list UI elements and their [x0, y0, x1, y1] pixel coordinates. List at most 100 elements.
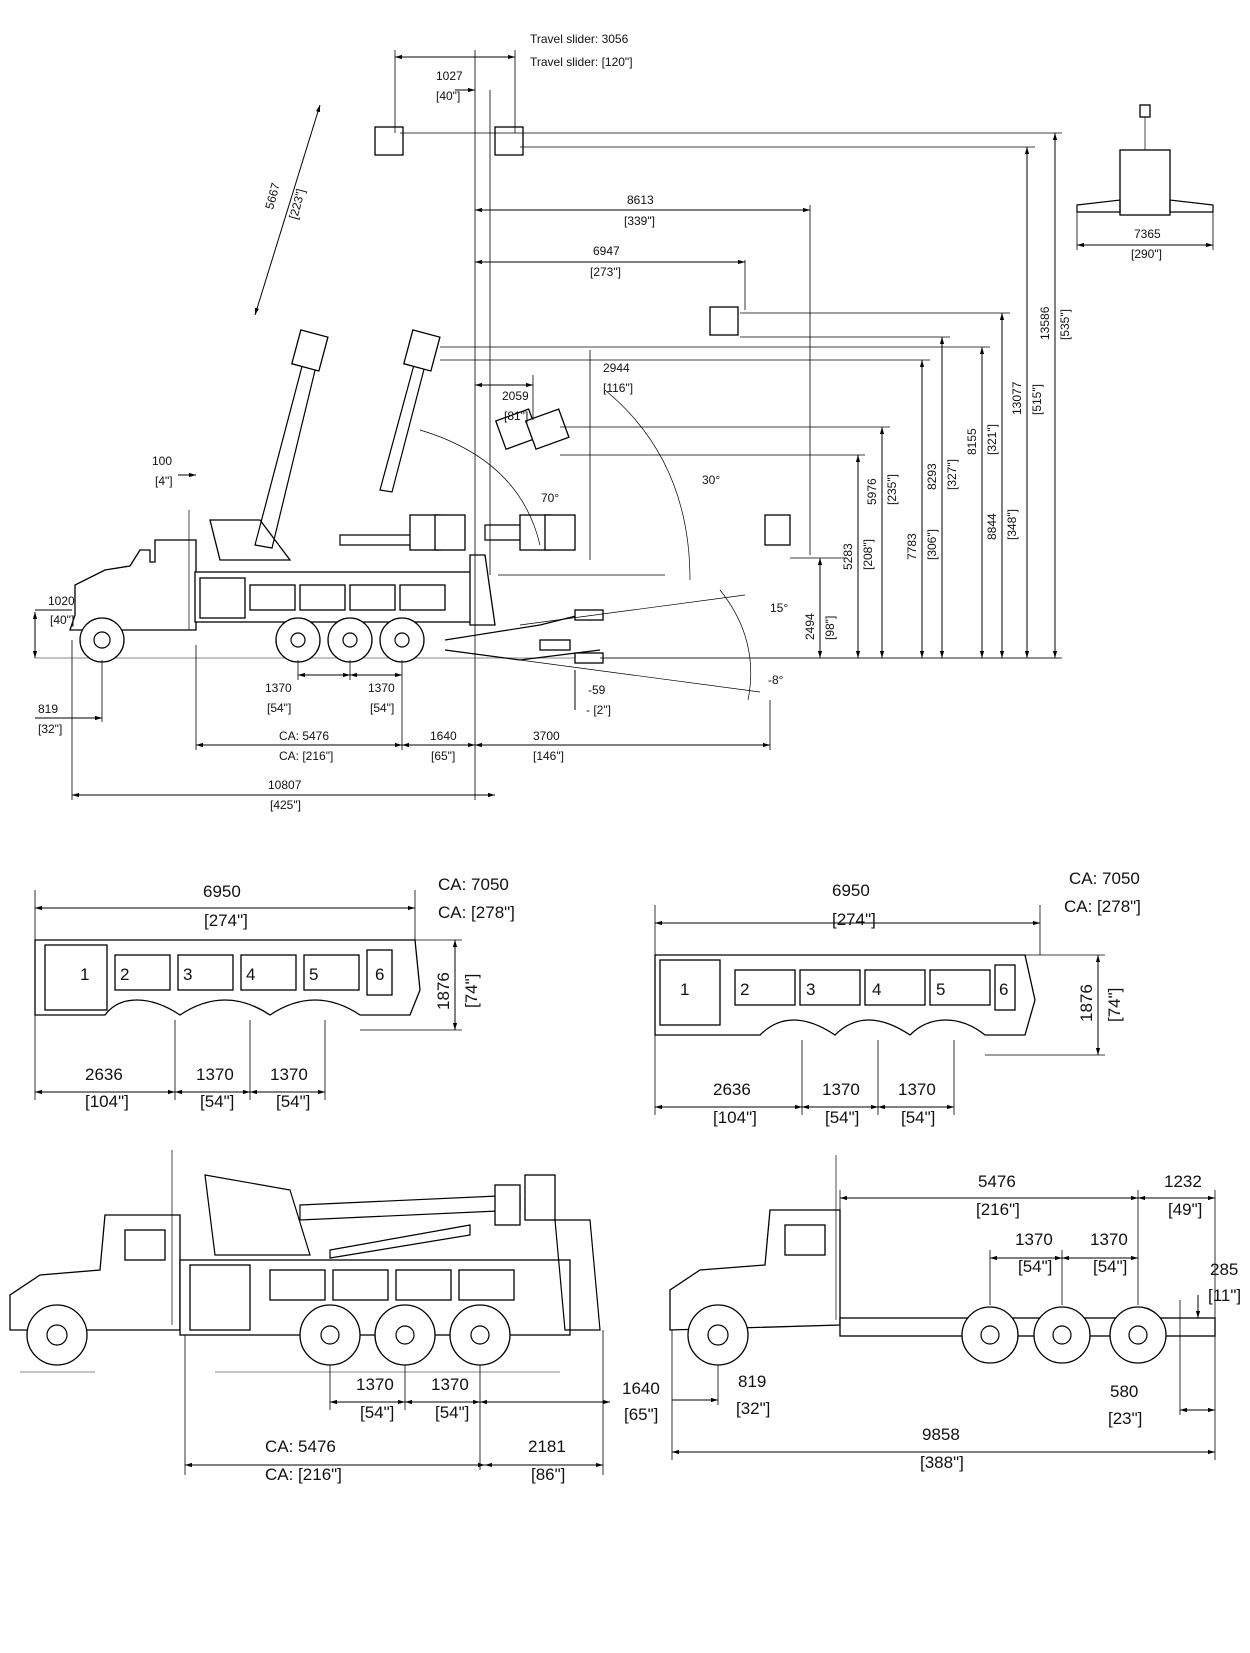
chassis-frame-height-mm: 285: [1210, 1260, 1238, 1279]
reach-8613-mm: 8613: [627, 193, 654, 207]
height-13077-in: [515"]: [1030, 384, 1044, 415]
compartment-4: 4: [246, 965, 255, 984]
chassis-rear-overhang-in: [49"]: [1168, 1200, 1202, 1219]
body-right-height-in: [74"]: [1105, 988, 1124, 1022]
axle-2-in: [54"]: [370, 701, 394, 715]
truck-left-axle1-mm: 1370: [356, 1375, 394, 1394]
ca-in: CA: [216"]: [279, 749, 333, 763]
drop-mm: -59: [588, 683, 606, 697]
height-8844-in: [348"]: [1005, 509, 1019, 540]
body-left-length-in: [274"]: [204, 911, 248, 930]
boom-positions: [254, 126, 791, 664]
chassis-extension-mm: 580: [1110, 1382, 1138, 1401]
truck-left-2181-in: [86"]: [531, 1465, 565, 1484]
reach-2944-in: [116"]: [603, 381, 633, 395]
compartment-6: 6: [999, 980, 1008, 999]
rear-view-truck: [1076, 104, 1214, 216]
front-overhang-mm: 819: [38, 702, 58, 716]
angle-15: 15°: [770, 601, 788, 615]
boom-length-in: [223"]: [286, 187, 308, 221]
axle-1-in: [54"]: [267, 701, 291, 715]
body-right-ca-mm: CA: 7050: [1069, 869, 1140, 888]
compartment-3: 3: [183, 965, 192, 984]
height-2494-mm: 2494: [803, 613, 817, 640]
truck-left-rear-in: [65"]: [624, 1405, 658, 1424]
height-13586-in: [535"]: [1058, 309, 1072, 340]
body-left-length-mm: 6950: [203, 882, 241, 901]
truck-left-view: 1370 [54"] 1370 [54"] 1640 [65"] CA: 547…: [9, 1150, 660, 1484]
height-5976-mm: 5976: [865, 478, 879, 505]
body-left-axle1-mm: 1370: [196, 1065, 234, 1084]
rear-1640-mm: 1640: [430, 729, 457, 743]
truck-left-rear-mm: 1640: [622, 1379, 660, 1398]
chassis-front-overhang-mm: 819: [738, 1372, 766, 1391]
ray-neg8: [519, 659, 761, 693]
height-13586-mm: 13586: [1038, 306, 1052, 340]
stack-offset-mm: 100: [152, 454, 172, 468]
outrigger-span-mm: 7365: [1134, 227, 1161, 241]
angle-30: 30°: [702, 473, 720, 487]
body-left-front-in: [104"]: [85, 1092, 129, 1111]
height-5283-mm: 5283: [841, 543, 855, 570]
body-left-height-mm: 1876: [434, 972, 453, 1010]
reach-2059-mm: 2059: [502, 389, 529, 403]
chassis-axle1-in: [54"]: [1018, 1257, 1052, 1276]
body-right-front-mm: 2636: [713, 1080, 751, 1099]
angle-neg8: -8°: [768, 673, 784, 687]
height-8844-mm: 8844: [985, 513, 999, 540]
truck-left-2181-mm: 2181: [528, 1437, 566, 1456]
truck-left-axle2-in: [54"]: [435, 1403, 469, 1422]
chassis-overall-in: [388"]: [920, 1453, 964, 1472]
height-2494-in: [98"]: [823, 616, 837, 640]
arc-30: [604, 389, 691, 581]
body-right-length-in: [274"]: [832, 910, 876, 929]
body-left-ca-in: CA: [278"]: [438, 903, 515, 922]
chassis-ca-in: [216"]: [976, 1200, 1020, 1219]
chassis-overall-mm: 9858: [922, 1425, 960, 1444]
compartment-1: 1: [80, 965, 89, 984]
body-right-length-mm: 6950: [832, 881, 870, 900]
frame-height-in: [40"]: [50, 613, 74, 627]
chassis-rear-overhang-mm: 1232: [1164, 1172, 1202, 1191]
body-left-ca-mm: CA: 7050: [438, 875, 509, 894]
compartment-3: 3: [806, 980, 815, 999]
drop-in: - [2"]: [586, 703, 611, 717]
reach-6947-in: [273"]: [590, 265, 621, 279]
stow-reach-in: [40"]: [436, 89, 460, 103]
chassis-extension-in: [23"]: [1108, 1409, 1142, 1428]
compartment-4: 4: [872, 980, 881, 999]
compartment-1: 1: [680, 980, 689, 999]
chassis-axle2-in: [54"]: [1093, 1257, 1127, 1276]
body-left-front-mm: 2636: [85, 1065, 123, 1084]
truck-left-ca-in: CA: [216"]: [265, 1465, 342, 1484]
truck-left-ca-mm: CA: 5476: [265, 1437, 336, 1456]
axle-1-mm: 1370: [265, 681, 292, 695]
compartment-5: 5: [309, 965, 318, 984]
boom-length-mm: 5667: [262, 181, 283, 211]
height-5283-in: [208"]: [861, 539, 875, 570]
ray-15: [519, 594, 746, 626]
body-right-axle1-mm: 1370: [822, 1080, 860, 1099]
body-left-view: 6950 [274"] CA: 7050 CA: [278"] 1876 [74…: [34, 875, 515, 1111]
chassis-axle1-mm: 1370: [1015, 1230, 1053, 1249]
travel-slider-mm: Travel slider: 3056: [530, 32, 629, 46]
reach-2059-in: [81"]: [504, 409, 528, 423]
reach-diagram: Travel slider: 3056 Travel slider: [120"…: [32, 32, 1214, 812]
body-right-height-mm: 1876: [1077, 984, 1096, 1022]
chassis-frame-height-in: [11"]: [1208, 1286, 1241, 1305]
reach-6947-mm: 6947: [593, 244, 620, 258]
arc-15-8: [719, 589, 752, 701]
height-13077-mm: 13077: [1010, 381, 1024, 415]
chassis-front-overhang-in: [32"]: [736, 1399, 770, 1418]
body-left-axle1-in: [54"]: [200, 1092, 234, 1111]
chassis-ca-mm: 5476: [978, 1172, 1016, 1191]
compartment-2: 2: [740, 980, 749, 999]
body-left-height-in: [74"]: [462, 974, 481, 1008]
rear-1640-in: [65"]: [431, 749, 455, 763]
compartment-2: 2: [120, 965, 129, 984]
reach-8613-in: [339"]: [624, 214, 655, 228]
compartment-6: 6: [375, 965, 384, 984]
front-overhang-in: [32"]: [38, 722, 62, 736]
overall-length-in: [425"]: [270, 798, 301, 812]
